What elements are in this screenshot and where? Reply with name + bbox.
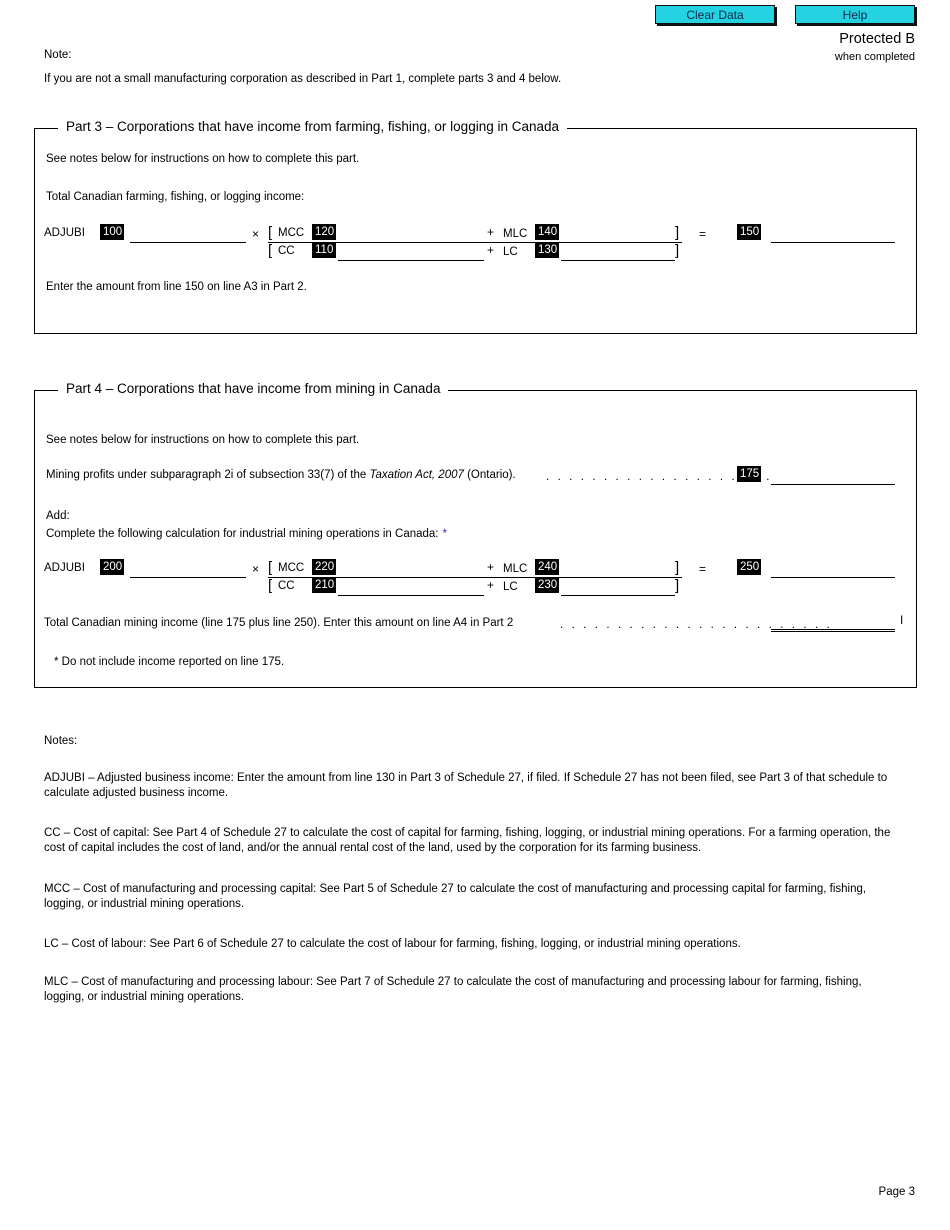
part4-mining-profits-suffix: (Ontario).: [463, 469, 516, 481]
part3-numerator-bracket-close: ]: [675, 224, 680, 241]
part3-adjubi-label: ADJUBI: [44, 227, 85, 239]
part4-denominator-plus: +: [487, 578, 495, 592]
part4-calculation-label-line: Complete the following calculation for i…: [46, 528, 447, 542]
part4-result-entry-rule[interactable]: [771, 577, 895, 578]
part3-numerator-mlc-label: MLC: [503, 228, 528, 240]
note-item-adjubi: ADJUBI – Adjusted business income: Enter…: [44, 772, 888, 800]
part4-line-175-code: 175: [737, 466, 761, 482]
part4-line-210-code: 210: [312, 577, 336, 593]
part3-denominator-plus: +: [487, 243, 495, 257]
part4-title: Part 4 – Corporations that have income f…: [58, 382, 449, 396]
part3-line-120-code: 120: [312, 224, 336, 240]
part3-denominator-bracket-open: [: [268, 242, 273, 259]
note-item-cc: CC – Cost of capital: See Part 4 of Sche…: [44, 827, 891, 855]
note-item-lc: LC – Cost of labour: See Part 6 of Sched…: [44, 938, 741, 950]
help-button[interactable]: Help: [795, 5, 915, 24]
part4-numerator-mlc-label: MLC: [503, 563, 528, 575]
part4-numerator-plus: +: [487, 560, 495, 574]
part3-footer-text: Enter the amount from line 150 on line A…: [46, 281, 307, 293]
part3-line-140-code: 140: [535, 224, 559, 240]
clear-data-button[interactable]: Clear Data: [655, 5, 775, 24]
part4-fraction-bar: [268, 577, 682, 578]
part4-line-220-code: 220: [312, 559, 336, 575]
part3-denominator-bracket-close: ]: [675, 242, 680, 259]
part4-mining-profits-leader-dots: . . . . . . . . . . . . . . . . . . . .: [546, 471, 773, 483]
part3-title: Part 3 – Corporations that have income f…: [58, 120, 568, 134]
part3-numerator-bracket-open: [: [268, 224, 273, 241]
part4-total-entry-rule[interactable]: [771, 629, 895, 632]
part4-equals-symbol: =: [699, 562, 707, 576]
part4-line-175-entry-rule[interactable]: [771, 484, 895, 485]
protected-b-sublabel: when completed: [834, 50, 915, 63]
part4-denominator-bracket-close: ]: [675, 577, 680, 594]
part4-mining-profits-prefix: Mining profits under subparagraph 2i of …: [46, 469, 370, 481]
part3-fraction-bar: [268, 242, 682, 243]
part3-line-110-code: 110: [312, 242, 336, 258]
part3-denominator-cc-entry-rule[interactable]: [338, 260, 484, 261]
part3-adjubi-entry-rule[interactable]: [130, 242, 246, 243]
part3-line-150-code: 150: [737, 224, 761, 240]
part3-line-100-code: 100: [100, 224, 124, 240]
part4-line-250-code: 250: [737, 559, 761, 575]
part4-frame: [34, 390, 917, 688]
part3-equals-symbol: =: [699, 227, 707, 241]
part4-multiply-symbol: ×: [252, 562, 260, 576]
part4-denominator-cc-entry-rule[interactable]: [338, 595, 484, 596]
notes-heading: Notes:: [44, 735, 78, 747]
part4-adjubi-label: ADJUBI: [44, 562, 85, 574]
part3-numerator-plus: +: [487, 225, 495, 239]
part4-mining-profits-line: Mining profits under subparagraph 2i of …: [46, 469, 516, 483]
top-note-label: Note:: [44, 49, 72, 61]
part4-denominator-lc-label: LC: [503, 581, 518, 593]
part4-numerator-bracket-close: ]: [675, 559, 680, 576]
part4-denominator-bracket-open: [: [268, 577, 273, 594]
page-number: Page 3: [878, 1186, 915, 1198]
part4-calculation-star: *: [442, 528, 447, 540]
part4-total-leader-dots: . . . . . . . . . . . . . . . . . . . . …: [560, 619, 833, 631]
protected-b-block: Protected B when completed: [835, 30, 915, 64]
part3-denominator-cc-label: CC: [278, 245, 295, 257]
protected-b-label: Protected B: [839, 31, 915, 47]
part4-add-label: Add:: [46, 510, 70, 522]
part3-total-income-label: Total Canadian farming, fishing, or logg…: [46, 191, 305, 203]
part4-line-200-code: 200: [100, 559, 124, 575]
part4-numerator-mcc-label: MCC: [278, 562, 305, 574]
top-note-text: If you are not a small manufacturing cor…: [44, 73, 562, 85]
part4-denominator-lc-entry-rule[interactable]: [561, 595, 675, 596]
part4-total-text: Total Canadian mining income (line 175 p…: [44, 617, 514, 629]
part3-denominator-lc-label: LC: [503, 246, 518, 258]
part4-denominator-cc-label: CC: [278, 580, 295, 592]
part3-line-130-code: 130: [535, 242, 559, 258]
part4-see-notes: See notes below for instructions on how …: [46, 434, 360, 446]
part4-line-240-code: 240: [535, 559, 559, 575]
part3-see-notes: See notes below for instructions on how …: [46, 153, 360, 165]
part4-calculation-label: Complete the following calculation for i…: [46, 528, 439, 540]
part4-numerator-bracket-open: [: [268, 559, 273, 576]
part3-denominator-lc-entry-rule[interactable]: [561, 260, 675, 261]
part3-numerator-mcc-label: MCC: [278, 227, 305, 239]
part3-multiply-symbol: ×: [252, 227, 260, 241]
note-item-mlc: MLC – Cost of manufacturing and processi…: [44, 976, 862, 1004]
part4-adjubi-entry-rule[interactable]: [130, 577, 246, 578]
part4-mining-profits-act: Taxation Act, 2007: [369, 469, 464, 481]
part4-line-230-code: 230: [535, 577, 559, 593]
part4-footnote: * Do not include income reported on line…: [54, 656, 285, 668]
part3-result-entry-rule[interactable]: [771, 242, 895, 243]
note-item-mcc: MCC – Cost of manufacturing and processi…: [44, 883, 867, 911]
part4-total-marker: I: [900, 613, 904, 627]
